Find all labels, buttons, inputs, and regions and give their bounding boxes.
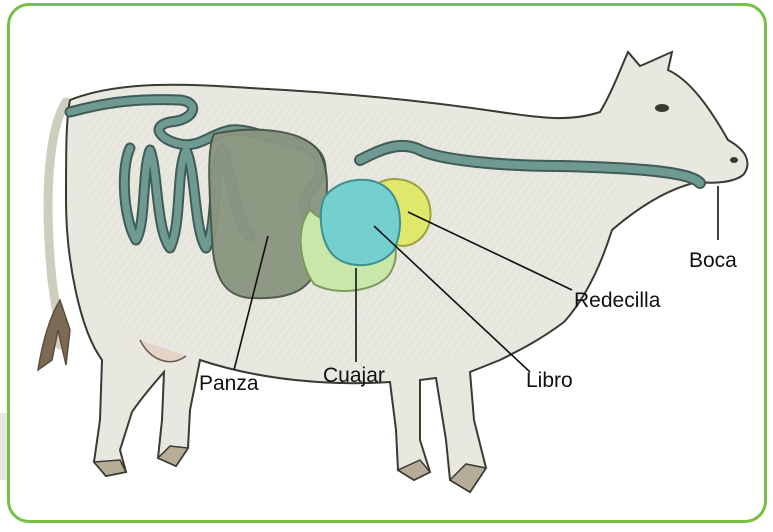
- label-redecilla: Redecilla: [574, 290, 660, 311]
- tail: [38, 102, 70, 370]
- label-boca: Boca: [689, 250, 737, 271]
- libro-stomach: [321, 180, 400, 265]
- label-libro: Libro: [526, 370, 573, 391]
- label-panza: Panza: [199, 373, 259, 394]
- label-cuajar: Cuajar: [323, 365, 385, 386]
